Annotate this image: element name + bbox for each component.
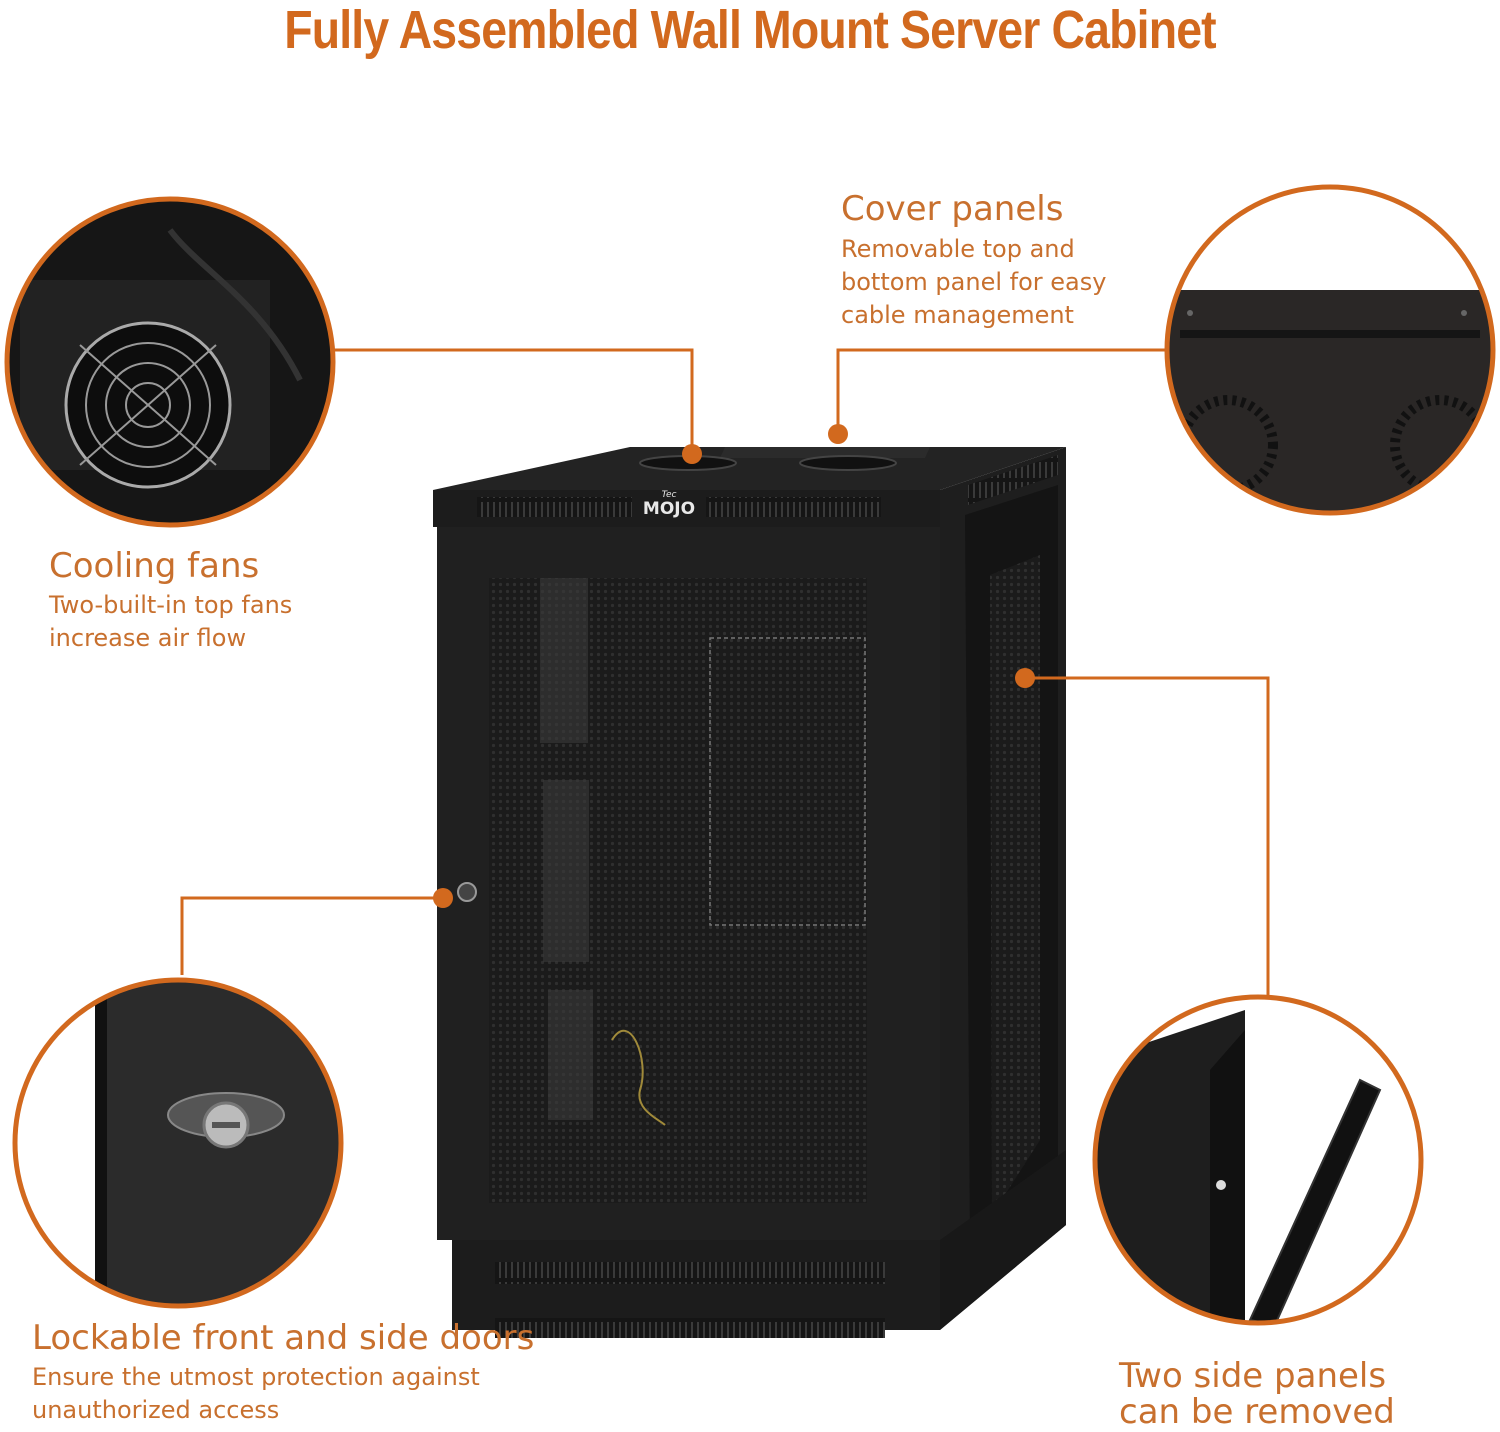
- side-feature: Two side panels can be removed: [1119, 1358, 1395, 1430]
- callout-dots: [433, 424, 1035, 908]
- cooling-desc-line: increase air flow: [49, 624, 247, 652]
- side-title-line: Two side panels: [1119, 1356, 1387, 1396]
- lock-feature: Lockable front and side doors Ensure the…: [32, 1318, 534, 1427]
- lock-desc-line: Ensure the utmost protection against: [32, 1363, 480, 1391]
- cover-feature: Cover panels Removable top and bottom pa…: [841, 189, 1106, 332]
- lock-desc-line: unauthorized access: [32, 1396, 280, 1424]
- cover-desc-line: cable management: [841, 301, 1074, 329]
- cooling-desc-line: Two-built-in top fans: [49, 591, 293, 619]
- side-title-line: can be removed: [1119, 1392, 1395, 1432]
- fan-detail-image: [4, 196, 336, 528]
- cooling-feature: Cooling fans Two-built-in top fans incre…: [49, 546, 292, 655]
- brand-logo: Tec MOJO: [636, 490, 702, 519]
- lock-detail-image: [12, 977, 344, 1309]
- callout-lines: [180, 348, 1270, 995]
- brand-small-text: Tec: [661, 490, 677, 500]
- brand-main-text: MOJO: [642, 499, 696, 519]
- side-panel-detail-image: [1092, 994, 1424, 1326]
- cover-panel-detail-image: [1164, 184, 1496, 516]
- cover-desc-line: bottom panel for easy: [841, 268, 1107, 296]
- cover-title: Cover panels: [841, 189, 1064, 229]
- lock-title: Lockable front and side doors: [32, 1318, 535, 1358]
- cover-desc-line: Removable top and: [841, 235, 1075, 263]
- server-cabinet: [433, 447, 1066, 1338]
- page-title: Fully Assembled Wall Mount Server Cabine…: [284, 0, 1216, 60]
- cooling-title: Cooling fans: [49, 546, 260, 586]
